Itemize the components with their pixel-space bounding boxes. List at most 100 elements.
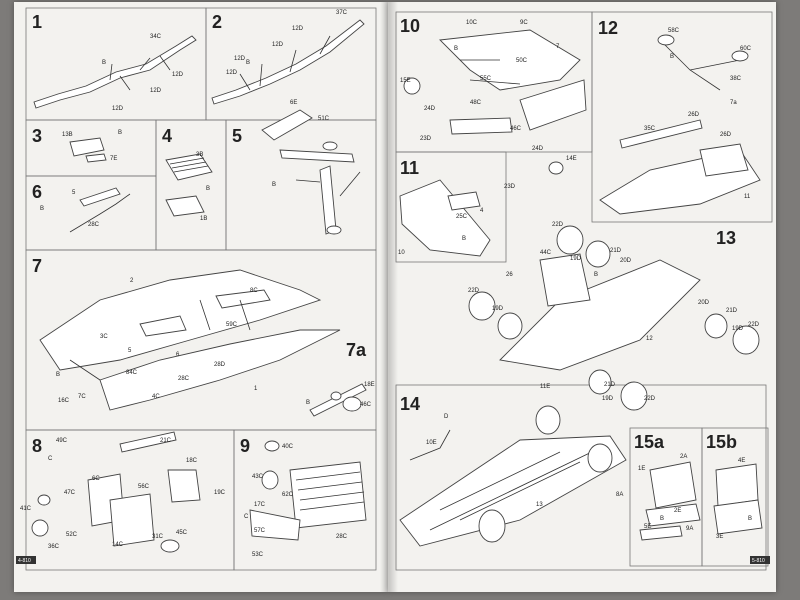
step-number: 1 bbox=[32, 12, 42, 32]
part-label: 23D bbox=[420, 136, 432, 142]
callout-letter: B bbox=[454, 46, 458, 52]
part-label: 18E bbox=[364, 382, 375, 388]
step-number: 4 bbox=[162, 126, 172, 146]
part-label: 1E bbox=[638, 466, 645, 472]
step-15a-seat-drawing bbox=[639, 461, 701, 541]
part-label: 4 bbox=[480, 208, 484, 214]
part-label: 51C bbox=[318, 116, 330, 122]
part-label: 5 bbox=[128, 348, 132, 354]
part-label: 36C bbox=[48, 544, 60, 550]
step-1-rail-drawing bbox=[33, 35, 197, 109]
part-label: 62C bbox=[282, 492, 294, 498]
part-label: 12D bbox=[150, 88, 162, 94]
part-label: 57C bbox=[254, 528, 266, 534]
part-label: 12D bbox=[272, 42, 284, 48]
part-label: 52C bbox=[66, 532, 78, 538]
part-label: 26D bbox=[688, 112, 700, 118]
part-label: 7E bbox=[110, 156, 117, 162]
part-label: 3C bbox=[100, 334, 108, 340]
part-label: 14C bbox=[112, 542, 124, 548]
callout-letter: B bbox=[748, 516, 752, 522]
part-label: 9A bbox=[686, 526, 693, 532]
part-label: 6 bbox=[176, 352, 180, 358]
callout-letter: B bbox=[306, 400, 310, 406]
part-label: 48C bbox=[470, 100, 482, 106]
callout-letter: B bbox=[102, 60, 106, 66]
part-label: 49C bbox=[56, 438, 68, 444]
callout-letter: B bbox=[56, 372, 60, 378]
part-label: 19D bbox=[732, 326, 744, 332]
part-label: 25C bbox=[456, 214, 468, 220]
part-label: 12 bbox=[646, 336, 653, 342]
step-10-parts-drawing bbox=[403, 29, 587, 175]
part-label: 20D bbox=[698, 300, 710, 306]
part-label: 24D bbox=[424, 106, 436, 112]
callout-letter: B bbox=[594, 272, 598, 278]
callout-letter: B bbox=[660, 516, 664, 522]
page-footers: 4-810 5-810 bbox=[16, 556, 770, 564]
step-4-seat-drawing bbox=[165, 153, 213, 217]
part-label: 12D bbox=[234, 56, 246, 62]
step-5-bar-drawing bbox=[69, 187, 131, 233]
part-label: 2E bbox=[674, 508, 681, 514]
part-label: 12D bbox=[112, 106, 124, 112]
step-number: 14 bbox=[400, 394, 420, 414]
callout-letter: B bbox=[670, 54, 674, 60]
part-label: 18C bbox=[186, 458, 198, 464]
part-label: 38C bbox=[730, 76, 742, 82]
part-label: 24D bbox=[532, 146, 544, 152]
part-label: 7C bbox=[78, 394, 86, 400]
step-3-bracket-drawing bbox=[69, 137, 107, 163]
part-label: 37C bbox=[336, 10, 348, 16]
part-label: 14E bbox=[566, 156, 577, 162]
part-label: 26D bbox=[720, 132, 732, 138]
part-label: 53C bbox=[252, 552, 264, 558]
part-label: 46C bbox=[510, 126, 522, 132]
part-label: 12D bbox=[172, 72, 184, 78]
part-label: 13B bbox=[62, 132, 73, 138]
step-number: 5 bbox=[232, 126, 242, 146]
part-label: 10E bbox=[426, 440, 437, 446]
part-label: 45C bbox=[176, 530, 188, 536]
part-label: 35C bbox=[644, 126, 656, 132]
part-label: 21D bbox=[604, 382, 616, 388]
part-label: 5E bbox=[644, 524, 651, 530]
part-label: 31C bbox=[152, 534, 164, 540]
callout-letter: D bbox=[444, 414, 449, 420]
step-number: 3 bbox=[32, 126, 42, 146]
part-label: 10C bbox=[466, 20, 478, 26]
part-label: 20D bbox=[620, 258, 632, 264]
step-11-parts-drawing bbox=[399, 179, 491, 257]
step-number: 13 bbox=[716, 228, 736, 248]
part-label: 15E bbox=[400, 78, 411, 84]
part-label: 6C bbox=[92, 476, 100, 482]
part-label: 44C bbox=[540, 250, 552, 256]
step-number: 9 bbox=[240, 436, 250, 456]
part-label: 58C bbox=[668, 28, 680, 34]
part-label: 60C bbox=[740, 46, 752, 52]
part-label: 50C bbox=[516, 58, 528, 64]
callout-letter: C bbox=[48, 456, 53, 462]
part-label: 43C bbox=[252, 474, 264, 480]
page-gutter bbox=[380, 2, 398, 592]
part-label: 84C bbox=[126, 370, 138, 376]
part-label: 41C bbox=[20, 506, 32, 512]
footer-badge bbox=[750, 556, 770, 564]
left-page-number: 4-810 bbox=[18, 558, 31, 564]
part-label: 40C bbox=[282, 444, 294, 450]
part-label: 47C bbox=[64, 490, 76, 496]
step-number: 8 bbox=[32, 436, 42, 456]
step-number: 2 bbox=[212, 12, 222, 32]
part-label: 26 bbox=[506, 272, 513, 278]
step-number: 7a bbox=[346, 340, 367, 360]
part-label: 23D bbox=[504, 184, 516, 190]
part-label: 1B bbox=[200, 216, 207, 222]
part-label: 8A bbox=[616, 492, 623, 498]
part-label: 11 bbox=[744, 194, 751, 200]
step-number: 11 bbox=[400, 158, 419, 178]
part-label: 28C bbox=[178, 376, 190, 382]
right-step-grid bbox=[395, 11, 773, 571]
callout-letter: B bbox=[40, 206, 44, 212]
